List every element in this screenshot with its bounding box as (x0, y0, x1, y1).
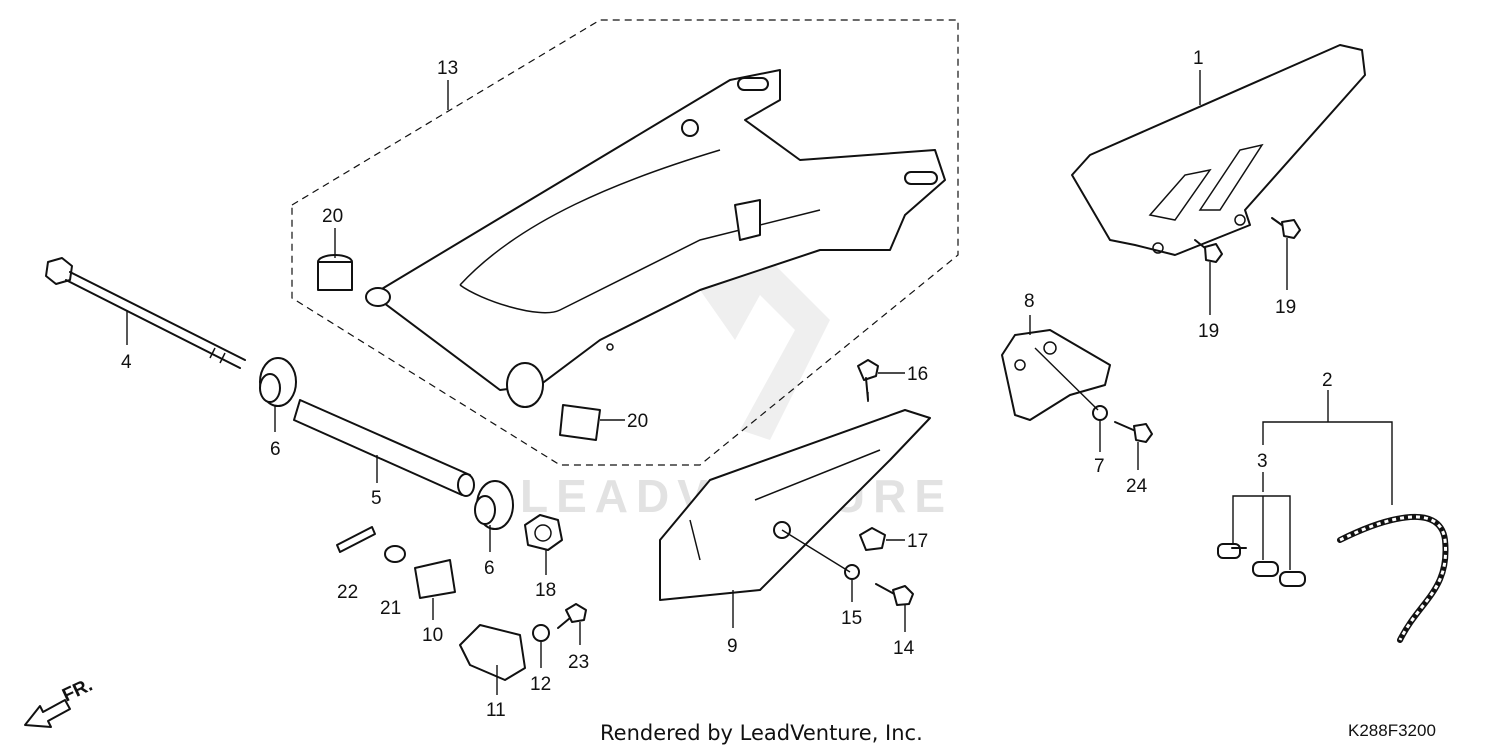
collar-right-part[interactable] (474, 480, 514, 530)
callout-19-right: 19 (1275, 297, 1296, 318)
callout-10: 10 (422, 625, 443, 646)
front-arrow-icon (24, 699, 71, 728)
callouts: 13 1 20 4 6 5 6 18 22 21 10 23 12 11 9 1… (121, 48, 1333, 721)
callout-15: 15 (841, 608, 862, 629)
washer-15-part[interactable] (844, 564, 860, 580)
front-direction-indicator: FR. (24, 675, 96, 728)
bolt-16-part[interactable] (857, 359, 879, 401)
callout-16: 16 (907, 364, 928, 385)
callout-6-right: 6 (484, 558, 495, 579)
callout-8: 8 (1024, 291, 1035, 312)
callout-19-left: 19 (1198, 321, 1219, 342)
drive-chain-part[interactable] (1337, 514, 1449, 643)
callout-20-upper: 20 (322, 206, 343, 227)
pivot-collar-part[interactable] (293, 399, 475, 497)
chain-joint-part[interactable] (1217, 543, 1306, 587)
callout-4: 4 (121, 352, 132, 373)
callout-11: 11 (486, 700, 506, 721)
spacer-collar-part[interactable] (414, 559, 456, 599)
callout-7: 7 (1094, 456, 1105, 477)
leader-lines (126, 70, 1393, 695)
bolt-14-part[interactable] (875, 583, 914, 606)
callout-2: 2 (1322, 370, 1333, 391)
callout-13: 13 (437, 58, 458, 79)
chain-slider-block-part[interactable] (459, 624, 526, 681)
flange-bolt-23-part[interactable] (557, 603, 587, 629)
callout-3: 3 (1257, 451, 1268, 472)
callout-1: 1 (1193, 48, 1204, 69)
callout-24: 24 (1126, 476, 1148, 497)
callout-14: 14 (893, 638, 915, 659)
pivot-nut-part[interactable] (524, 514, 563, 551)
flange-nut-part[interactable] (532, 624, 550, 642)
footer-credit: Rendered by LeadVenture, Inc. (600, 721, 923, 745)
swingarm-part[interactable] (365, 69, 946, 408)
callout-6-left: 6 (270, 439, 281, 460)
chain-guide-part[interactable] (1001, 329, 1111, 421)
chain-case-part[interactable] (1071, 44, 1366, 256)
collar-left-part[interactable] (259, 357, 297, 407)
bolt-19-left-part[interactable] (1194, 239, 1223, 263)
bushing-lower-part[interactable] (559, 404, 601, 441)
callout-21: 21 (380, 598, 401, 619)
bushing-upper-part[interactable] (317, 254, 353, 291)
cotter-pin-part[interactable] (336, 526, 376, 553)
watermark-logo-icon (700, 250, 830, 440)
callout-9: 9 (727, 636, 738, 657)
bolt-24-part[interactable] (1114, 421, 1153, 443)
callout-17: 17 (907, 531, 928, 552)
callout-5: 5 (371, 488, 382, 509)
callout-22: 22 (337, 582, 358, 603)
callout-18: 18 (535, 580, 556, 601)
callout-23: 23 (568, 652, 589, 673)
callout-12: 12 (530, 674, 551, 695)
washer-part[interactable] (384, 545, 406, 563)
pivot-bolt-part[interactable] (45, 257, 246, 369)
diagram-code: K288F3200 (1348, 721, 1436, 740)
collar-17-part[interactable] (859, 527, 886, 551)
callout-20-lower: 20 (627, 411, 648, 432)
bolt-19-right-part[interactable] (1271, 217, 1301, 239)
swingarm-assembly-outline (291, 19, 959, 466)
